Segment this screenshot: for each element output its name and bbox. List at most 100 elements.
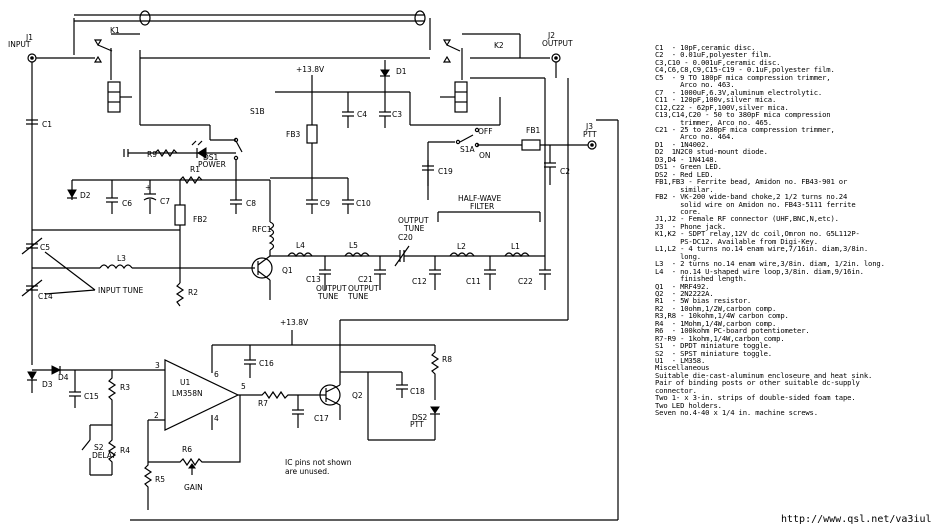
parts-list-item: Suitable die-cast-aluminum encloseure an… — [655, 370, 873, 380]
c6-label: C6 — [122, 199, 132, 208]
c5-label: C5 — [40, 243, 50, 252]
c11-cap — [484, 256, 496, 290]
parts-list-item: Two 1- x 3-in. strips of double-sided fo… — [655, 393, 856, 403]
parts-list-item: K1,K2 - SDPT relay,12V dc coil,Omron no.… — [655, 229, 860, 239]
j2-sublabel: OUTPUT — [542, 39, 573, 48]
parts-list-item: FB2 - VK-200 wide-band choke,2 1/2 turns… — [655, 192, 848, 202]
c22-cap — [539, 256, 551, 290]
r5-label: R5 — [155, 475, 165, 484]
r8-resistor: R8 — [430, 345, 452, 400]
c1-label: C1 — [42, 120, 52, 129]
parts-list-item: solid wire on Amidon no. FB43-5111 ferri… — [655, 199, 856, 209]
parts-list-item: L1,L2 - 4 turns no.14 enam wire,7/16in. … — [655, 244, 869, 254]
u1-part-label: LM358N — [172, 389, 203, 398]
c7-cap — [143, 180, 157, 214]
mid-supply-rail — [211, 330, 435, 360]
ds2-label: DS2 — [412, 413, 428, 422]
c13-label: C13 — [306, 275, 321, 284]
c9-label: C9 — [320, 199, 330, 208]
l5-inductor — [344, 252, 370, 258]
k1-relay — [93, 33, 140, 113]
parts-list-item: C1 - 10pF,ceramic disc. — [655, 43, 756, 52]
parts-list-item: C2 - 0.01uF,polyester film. — [655, 50, 772, 60]
u1-label: U1 — [180, 378, 190, 387]
c13-trimmer — [319, 256, 331, 290]
c12-label: C12 — [412, 277, 427, 286]
parts-list-item: Q1 - MRF492. — [655, 281, 710, 291]
c17-label: C17 — [314, 414, 329, 423]
d3-diode: D3 — [27, 371, 53, 393]
c2-label: C2 — [560, 167, 570, 176]
parts-list-item: J1,J2 - Female RF connector (UHF,BNC,N,e… — [655, 214, 839, 224]
c21-trimmer — [374, 256, 386, 290]
c20-trimmer — [394, 245, 545, 267]
l4-label: L4 — [296, 241, 305, 250]
c6-cap — [106, 180, 118, 214]
c14-trimmer — [21, 279, 43, 297]
parts-list-item: R4 - 1Mohm,1/4W,carbon comp. — [655, 318, 777, 328]
parts-list-item: Arco no. 464. — [655, 132, 735, 142]
j3-connector: J3 PTT — [583, 122, 597, 150]
d2-label: D2 — [80, 191, 91, 200]
svg-text:+: + — [145, 183, 151, 192]
parts-list-item: S2 - SPST miniature toggle. — [655, 348, 772, 358]
parts-list-item: R2 - 10ohm,1/2W,carbon comp. — [655, 303, 777, 313]
k2-relay — [440, 33, 550, 113]
parts-list-item: long. — [655, 251, 701, 261]
fb1-bead: FB1 — [521, 126, 588, 151]
c14-label: C14 — [38, 292, 53, 301]
l3-label: L3 — [117, 254, 126, 263]
parts-list-item: L3 - 2 turns no.14 enam wire,3/8in. diam… — [655, 259, 885, 269]
j2-connector: J2 OUTPUT — [542, 31, 573, 78]
r3-resistor: R3 — [107, 370, 130, 420]
c20-tune-label: TUNE — [403, 224, 425, 233]
parts-list-item: C5 - 9 TO 180pF mica compression trimmer… — [655, 72, 831, 82]
j1-sublabel: INPUT — [8, 40, 31, 49]
ds1-sublabel: POWER — [198, 160, 226, 169]
k2-label: K2 — [494, 41, 504, 50]
parts-list-item: C4,C6,C8,C9,C15-C19 - 0.1uF,polyester fi… — [655, 65, 835, 75]
parts-list-item: U1 - LM358. — [655, 356, 706, 366]
pin3-label: 3 — [155, 361, 160, 370]
parts-list: C1 - 10pF,ceramic disc. C2 - 0.01uF,poly… — [655, 44, 920, 417]
r6-potentiometer: R6 GAIN — [148, 395, 241, 492]
d4-diode: D4 — [32, 365, 120, 382]
fb2-label: FB2 — [193, 215, 207, 224]
s1b-label: S1B — [250, 107, 265, 116]
d2-diode: D2 — [67, 189, 91, 200]
c1-cap — [26, 119, 38, 125]
c19-label: C19 — [438, 167, 453, 176]
s1b-switch — [140, 124, 243, 180]
ds2-sublabel: PTT — [410, 420, 424, 429]
parts-list-item: R1 - 5W bias resistor. — [655, 296, 752, 306]
q1-transistor: Q1 — [251, 255, 293, 300]
parts-list-item: R7-R9 - 1kohm,1/4W,carbon comp. — [655, 333, 785, 343]
parts-list-item: C11 - 120pF,100v,silver mica. — [655, 95, 777, 105]
s1a-off-label: OFF — [478, 127, 493, 136]
c11-label: C11 — [466, 277, 481, 286]
c8-label: C8 — [246, 199, 256, 208]
parts-list-item: C3,C10 - 0.001uF,ceramic disc. — [655, 57, 781, 67]
r9-label: R9 — [147, 150, 157, 159]
l2-label: L2 — [457, 242, 466, 251]
parts-list-item: J3 - Phone jack. — [655, 221, 727, 231]
j3-label: J3 — [585, 122, 593, 131]
r1-label: R1 — [190, 165, 200, 174]
coax-bypass-line — [73, 10, 431, 55]
parts-list-item: trimmer, Arco no. 465. — [655, 117, 772, 127]
c17-cap — [292, 395, 304, 428]
s1a-switch — [427, 127, 522, 200]
fb2-choke: FB2 — [174, 180, 207, 283]
parts-list-item: Arco no. 463. — [655, 80, 735, 90]
s2-sublabel: DELAY — [92, 451, 116, 460]
parts-list-item: D1 - 1N4002. — [655, 139, 710, 149]
j3-sublabel: PTT — [583, 130, 597, 139]
c20-label: C20 — [398, 233, 413, 242]
c4-cap — [342, 92, 354, 128]
parts-list-item: FB1,FB3 - Ferrite bead, Amidon no. FB43-… — [655, 177, 848, 187]
fb3-bead: FB3 — [286, 92, 318, 178]
ds1-label: DS1 — [203, 153, 219, 162]
parts-list-item: S1 - DPDT miniature toggle. — [655, 341, 772, 351]
parts-list-item: C13,C14,C20 - 50 to 380pF mica compressi… — [655, 110, 831, 120]
d3-label: D3 — [42, 380, 53, 389]
